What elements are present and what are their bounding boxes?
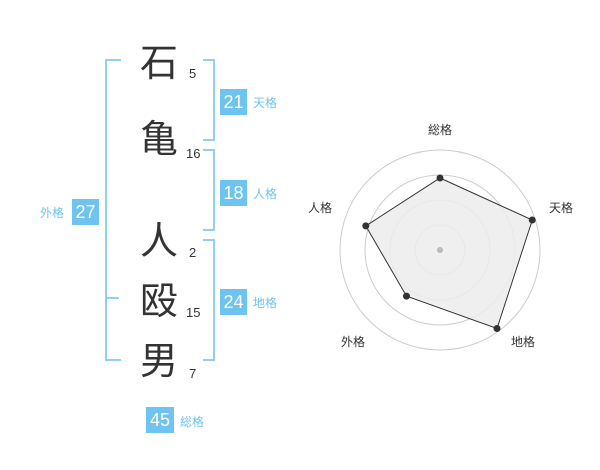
stroke-count-3: 2 — [189, 245, 197, 260]
name-char-3: 人 — [140, 219, 179, 263]
stroke-count-5: 7 — [189, 366, 197, 381]
radar-ring — [339, 149, 541, 351]
tenkaku-bracket — [203, 59, 215, 141]
soukaku-value-badge: 45 — [146, 407, 174, 433]
jinkaku-value-badge: 18 — [220, 180, 247, 206]
stroke-count-1: 5 — [189, 66, 197, 81]
soukaku-label: 総格 — [180, 415, 205, 429]
radar-label-gaikaku: 外格 — [341, 334, 365, 349]
jinkaku-label: 人格 — [253, 187, 278, 201]
gaikaku-bracket — [105, 59, 121, 361]
radar-label-jinkaku: 人格 — [308, 200, 332, 215]
chikaku-bracket — [203, 239, 215, 361]
tenkaku-label: 天格 — [253, 96, 278, 110]
gaikaku-value-badge: 27 — [72, 199, 99, 225]
radar-point-1 — [436, 174, 444, 182]
radar-point-3 — [493, 324, 501, 332]
tenkaku-value-badge: 21 — [220, 89, 247, 115]
radar-label-chikaku: 地格 — [511, 334, 535, 349]
name-char-4: 殴 — [140, 279, 179, 323]
name-char-2: 亀 — [140, 117, 179, 161]
stroke-count-2: 16 — [186, 146, 201, 161]
chikaku-value-badge: 24 — [220, 289, 247, 315]
radar-label-soukaku: 総格 — [428, 122, 452, 137]
stroke-count-4: 15 — [186, 305, 201, 320]
gaikaku-label: 外格 — [40, 206, 65, 220]
name-char-1: 石 — [140, 41, 179, 85]
radar-center-dot — [437, 247, 443, 253]
radar-point-5 — [362, 222, 370, 230]
chikaku-label: 地格 — [253, 296, 278, 310]
jinkaku-bracket — [203, 149, 215, 231]
radar-point-2 — [528, 216, 536, 224]
radar-polygon — [365, 177, 533, 330]
radar-point-4 — [402, 292, 410, 300]
name-char-5: 男 — [140, 339, 179, 383]
radar-label-tenkaku: 天格 — [549, 200, 573, 215]
gaikaku-bracket-mid-tick — [105, 297, 119, 299]
